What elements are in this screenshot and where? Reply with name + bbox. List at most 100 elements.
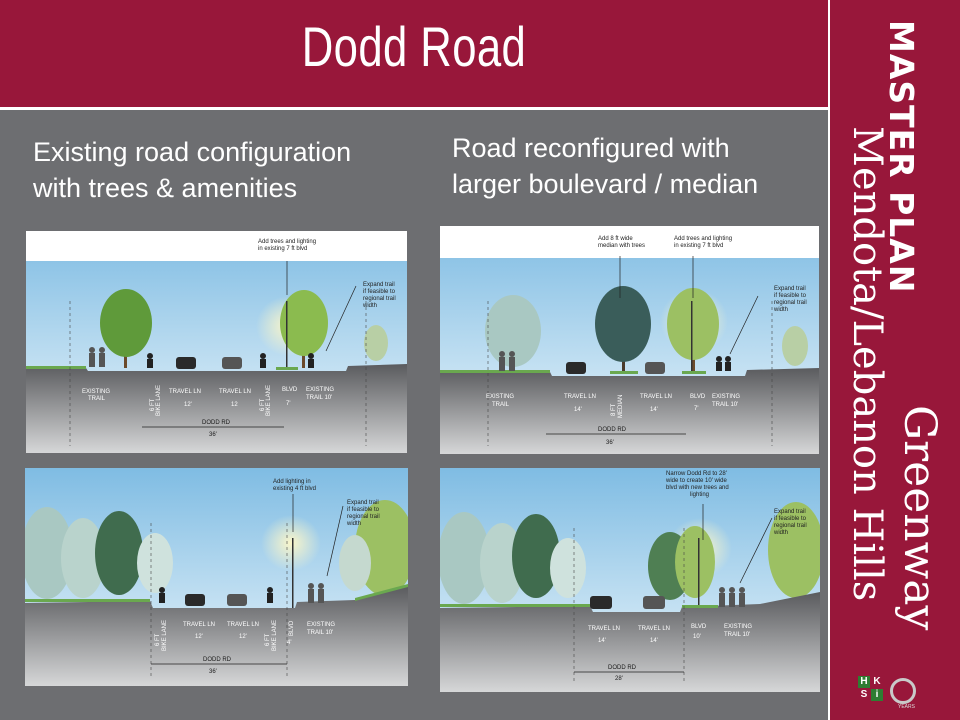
label-dodd-rd: DODD RD <box>203 657 232 663</box>
tree <box>550 538 586 598</box>
label-trail-10: EXISTING <box>712 394 740 400</box>
tree <box>339 535 371 591</box>
note-trail-line3: regional trail <box>347 514 380 520</box>
car-icon <box>590 596 612 609</box>
cyclist-icon <box>159 587 165 603</box>
grass <box>25 599 150 602</box>
section-existing-top: Add trees and lighting in existing 7 ft … <box>26 231 407 453</box>
note-trail-line4: width <box>346 521 361 527</box>
label-bike-lane: 6 FT <box>150 398 156 411</box>
note-median-line1: Add 8 ft wide <box>598 236 633 242</box>
car-icon <box>185 594 205 606</box>
note-trees-line1: Add trees and lighting <box>674 236 732 242</box>
callout-arrow <box>739 517 773 584</box>
label-travel-lane: TRAVEL LN <box>588 626 620 632</box>
tree <box>364 325 388 361</box>
note-narrow-line2: wide to create 10' wide <box>665 478 728 484</box>
grass <box>440 604 590 607</box>
tree <box>95 511 143 595</box>
grass <box>440 370 550 373</box>
label-travel-lane-width: 12' <box>239 634 247 640</box>
label-travel-lane: TRAVEL LN <box>564 394 596 400</box>
note-trail-line1: Expand trail <box>347 500 379 506</box>
caption-existing-line2: with trees & amenities <box>33 173 298 203</box>
label-travel-lane: TRAVEL LN <box>227 622 259 628</box>
note-trail-line4: width <box>773 530 788 536</box>
note-trail-line2: if feasible to <box>774 293 807 299</box>
label-blvd-width: 10' <box>693 634 701 640</box>
top-margin <box>440 226 819 258</box>
label-travel-lane-width: 14' <box>650 638 658 644</box>
label-travel-lane: TRAVEL LN <box>183 622 215 628</box>
note-trail-line2: if feasible to <box>347 507 380 513</box>
label-blvd: BLVD <box>282 387 298 393</box>
cyclist-icon <box>716 356 731 371</box>
tree <box>768 502 820 598</box>
light-pole <box>286 301 288 369</box>
label-travel-lane-width: 12' <box>184 402 192 408</box>
note-trail-line3: regional trail <box>774 300 807 306</box>
label-travel-lane-width: 12' <box>195 634 203 640</box>
pedestrians-icon <box>308 583 324 603</box>
label-bike-lane-sub: BIKE LANE <box>162 620 168 651</box>
tree <box>782 326 808 366</box>
label-blvd-width: 4' <box>287 640 291 646</box>
tree <box>100 289 152 368</box>
tree <box>485 295 541 367</box>
logo-letter-h: H <box>858 676 870 688</box>
hksi-logo: H K S i YEARS <box>858 676 928 710</box>
label-dodd-rd: DODD RD <box>202 420 231 426</box>
note-trail-line1: Expand trail <box>774 509 806 515</box>
section-existing-bottom: Add lighting in existing 4 ft blvd Expan… <box>25 468 408 686</box>
label-existing-trail: EXISTING <box>486 394 514 400</box>
grass <box>610 371 638 374</box>
section-reconfigured-bottom: Narrow Dodd Rd to 28' wide to create 10'… <box>440 468 820 692</box>
grass <box>682 371 706 374</box>
label-blvd-width: 7' <box>694 406 698 412</box>
car-icon <box>176 357 196 369</box>
label-trail-10: EXISTING <box>724 624 752 630</box>
header-banner <box>0 0 828 107</box>
note-trees-line2: in existing 7 ft blvd <box>674 243 723 249</box>
cyclist-icon <box>260 353 266 368</box>
ground-section <box>26 364 407 453</box>
note-narrow-line4: lighting <box>690 492 709 498</box>
pedestrians-icon <box>719 587 745 607</box>
logo-letter-i: i <box>871 689 883 701</box>
note-trail-line3: regional trail <box>363 296 396 302</box>
tree <box>61 518 105 598</box>
note-trail-line3: regional trail <box>774 523 807 529</box>
label-travel-lane-width: 14' <box>650 407 658 413</box>
page-title: Dodd Road <box>301 15 527 78</box>
car-icon <box>566 362 586 374</box>
caption-reconfigured-line2: larger boulevard / median <box>452 169 759 199</box>
tree <box>512 514 560 598</box>
top-margin <box>26 231 407 261</box>
sidebar-title-line1: Mendota/Lebanon Hills <box>844 126 890 602</box>
light-pole <box>698 538 700 608</box>
section-reconfigured-top: Add 8 ft wide median with trees Add tree… <box>440 226 819 454</box>
logo-letter-s: S <box>858 689 870 701</box>
label-trail-10: EXISTING <box>306 387 334 393</box>
label-bike-lane: 6 FT <box>265 633 271 646</box>
logo-ring <box>890 678 916 704</box>
label-trail-10-sub: TRAIL 10' <box>306 395 332 401</box>
label-dodd-rd: DODD RD <box>598 427 627 433</box>
label-blvd: BLVD <box>289 620 295 636</box>
callout-arrow <box>325 285 357 352</box>
header-divider <box>0 107 828 110</box>
ground-section <box>440 592 820 692</box>
note-trail-line4: width <box>362 303 377 309</box>
label-trail-10-sub: TRAIL 10' <box>724 632 750 638</box>
note-trees-line2: in existing 7 ft blvd <box>258 246 307 252</box>
note-trail-line4: width <box>773 307 788 313</box>
note-median-line2: median with trees <box>598 243 645 249</box>
ground-section <box>25 586 408 686</box>
grass <box>276 367 298 370</box>
note-narrow-line3: blvd with new trees and <box>666 485 729 491</box>
cyclist-icon <box>308 353 314 368</box>
note-narrow-line1: Narrow Dodd Rd to 28' <box>666 471 727 477</box>
tree <box>595 286 651 371</box>
label-bike-lane: 6 FT <box>155 633 161 646</box>
sidebar-divider <box>828 0 830 720</box>
